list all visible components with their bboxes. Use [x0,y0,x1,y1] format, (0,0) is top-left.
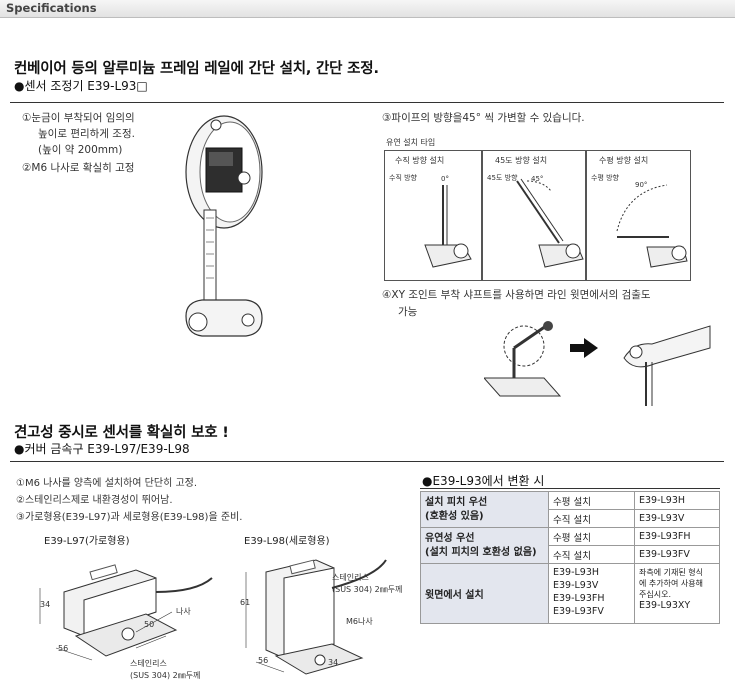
e39-l97-diagram [39,564,213,661]
e39-l97-title: E39-L97(가로형용) [44,536,130,547]
panel-vertical-angle: 0° [441,175,449,183]
e39-l98-dim-a: 61 [240,598,251,607]
e39-l98-material-1: 스테인리스 [332,573,369,582]
e39-l98-title: E39-L98(세로형용) [244,536,330,547]
row3-header: 윗면에서 설치 [420,563,549,624]
section2-subtitle: ●커버 금속구 E39-L97/E39-L98 [14,442,190,456]
row3-note: 좌측에 기재된 형식 에 추가하여 사용해 주십시오. E39-L93XY [634,563,720,624]
e39-l97-dim-a: 34 [40,600,51,609]
row3-model-4: E39-L93FV [553,606,604,617]
panel-45deg: 45도 방향 설치 45도 방향 45° [482,150,586,281]
table-row: 설치 피치 우선 (호환성 있음) 수평 설치 E39-L93H [420,491,720,528]
section1-title: 컨베이어 등의 알루미늄 프레임 레일에 간단 설치, 간단 조정. [14,61,379,77]
row3-model-2: E39-L93V [553,580,599,591]
section1-rule [10,102,724,103]
row3-model-1: E39-L93H [553,567,600,578]
table-row: 유연성 우선 (설치 피치의 호환성 없음) 수평 설치 E39-L93FH [420,527,720,564]
row1-header-line1: 설치 피치 우선 [425,496,488,508]
row2-header-line1: 유연성 우선 [425,532,475,544]
row2-item2-model: E39-L93FV [634,545,720,564]
page-header-title: Specifications [6,1,97,15]
panel-vertical-title: 수직 방향 설치 [395,156,445,165]
note3: ③파이프의 방향을45° 씩 가변할 수 있습니다. [382,112,585,124]
table-row: 윗면에서 설치 E39-L93H E39-L93V E39-L93FH E39-… [420,563,720,624]
s2-note1: ①M6 나사를 양측에 설치하여 단단히 고정. [16,478,198,489]
header-bar [0,0,735,18]
note4-line1: ④XY 조인트 부착 샤프트를 사용하면 라인 윗면에서의 검출도 [382,289,651,301]
row3-note-1: 좌측에 기재된 형식 [639,568,703,577]
row3-models: E39-L93H E39-L93V E39-L93FH E39-L93FV [548,563,635,624]
row3-note-3: 주십시오. [639,590,671,599]
row2-item1-label: 수평 설치 [548,527,635,546]
e39-l98-material-2: (SUS 304) 2㎜두께 [332,585,403,594]
e39-l97-material-1: 스테인리스 [130,659,167,668]
e39-l98-dim-b: 56 [258,656,269,665]
xy-joint-illustration [484,321,711,406]
row3-note-2: 에 추가하여 사용해 [639,579,703,588]
s2-note2: ②스테인리스제로 내환경성이 뛰어남. [16,495,173,506]
row1-header: 설치 피치 우선 (호환성 있음) [420,491,549,528]
section1-subtitle: ●센서 조정기 E39-L93□ [14,79,148,93]
note1-line1: ①눈금이 부착되어 임의의 [22,112,135,124]
panel-45deg-angle: 45° [531,175,544,183]
sensor-adjuster-illustration [185,115,263,337]
panel-horizontal-title: 수평 방향 설치 [599,156,649,165]
row2-item2-label: 수직 설치 [548,545,635,564]
row2-header-line2: (설치 피치의 호환성 없음) [425,546,537,558]
panel-45deg-title: 45도 방향 설치 [495,156,548,165]
e39-l97-dim-c: 50 [144,620,155,629]
e39-l98-dim-c: 34 [328,658,339,667]
panel-vertical-small: 수직 방향 [389,174,417,182]
e39-l98-screw-label: M6나사 [346,617,373,626]
panel-45deg-small: 45도 방향 [487,174,518,182]
row3-extra-model: E39-L93XY [639,600,691,611]
note2: ②M6 나사로 확실히 고정 [22,162,135,174]
panel-vertical: 수직 방향 설치 수직 방향 0° [384,150,482,281]
row1-item1-model: E39-L93H [634,491,720,510]
row3-model-3: E39-L93FH [553,593,605,604]
mount-type-label: 유연 설치 타입 [386,138,436,147]
e39-l97-material-2: (SUS 304) 2㎜두께 [130,671,201,680]
row2-header: 유연성 우선 (설치 피치의 호환성 없음) [420,527,549,564]
e39-l97-dim-b: 56 [58,644,69,653]
s2-note3: ③가로형용(E39-L97)과 세로형용(E39-L98)을 준비. [16,512,243,523]
conversion-title: ●E39-L93에서 변환 시 [422,474,545,488]
panel-horizontal-angle: 90° [635,181,648,189]
e39-l97-screw-label: 나사 [176,607,191,616]
panel-horizontal: 수평 방향 설치 수평 방향 90° [586,150,691,281]
note1-line2: 높이로 편리하게 조정. [38,128,135,140]
conversion-table: 설치 피치 우선 (호환성 있음) 수평 설치 E39-L93H 수직 설치 E… [420,491,720,624]
e39-l98-diagram [245,559,387,675]
conversion-rule [420,488,720,489]
row1-item1-label: 수평 설치 [548,491,635,510]
panel-horizontal-small: 수평 방향 [591,174,619,182]
row1-header-line2: (호환성 있음) [425,510,484,522]
note4-line2: 가능 [398,306,418,318]
section2-rule [10,461,724,462]
section2-title: 견고성 중시로 센서를 확실히 보호 ! [14,425,229,441]
note1-line3: (높이 약 200mm) [38,144,123,156]
row1-item2-label: 수직 설치 [548,509,635,528]
row2-item1-model: E39-L93FH [634,527,720,546]
row1-item2-model: E39-L93V [634,509,720,528]
